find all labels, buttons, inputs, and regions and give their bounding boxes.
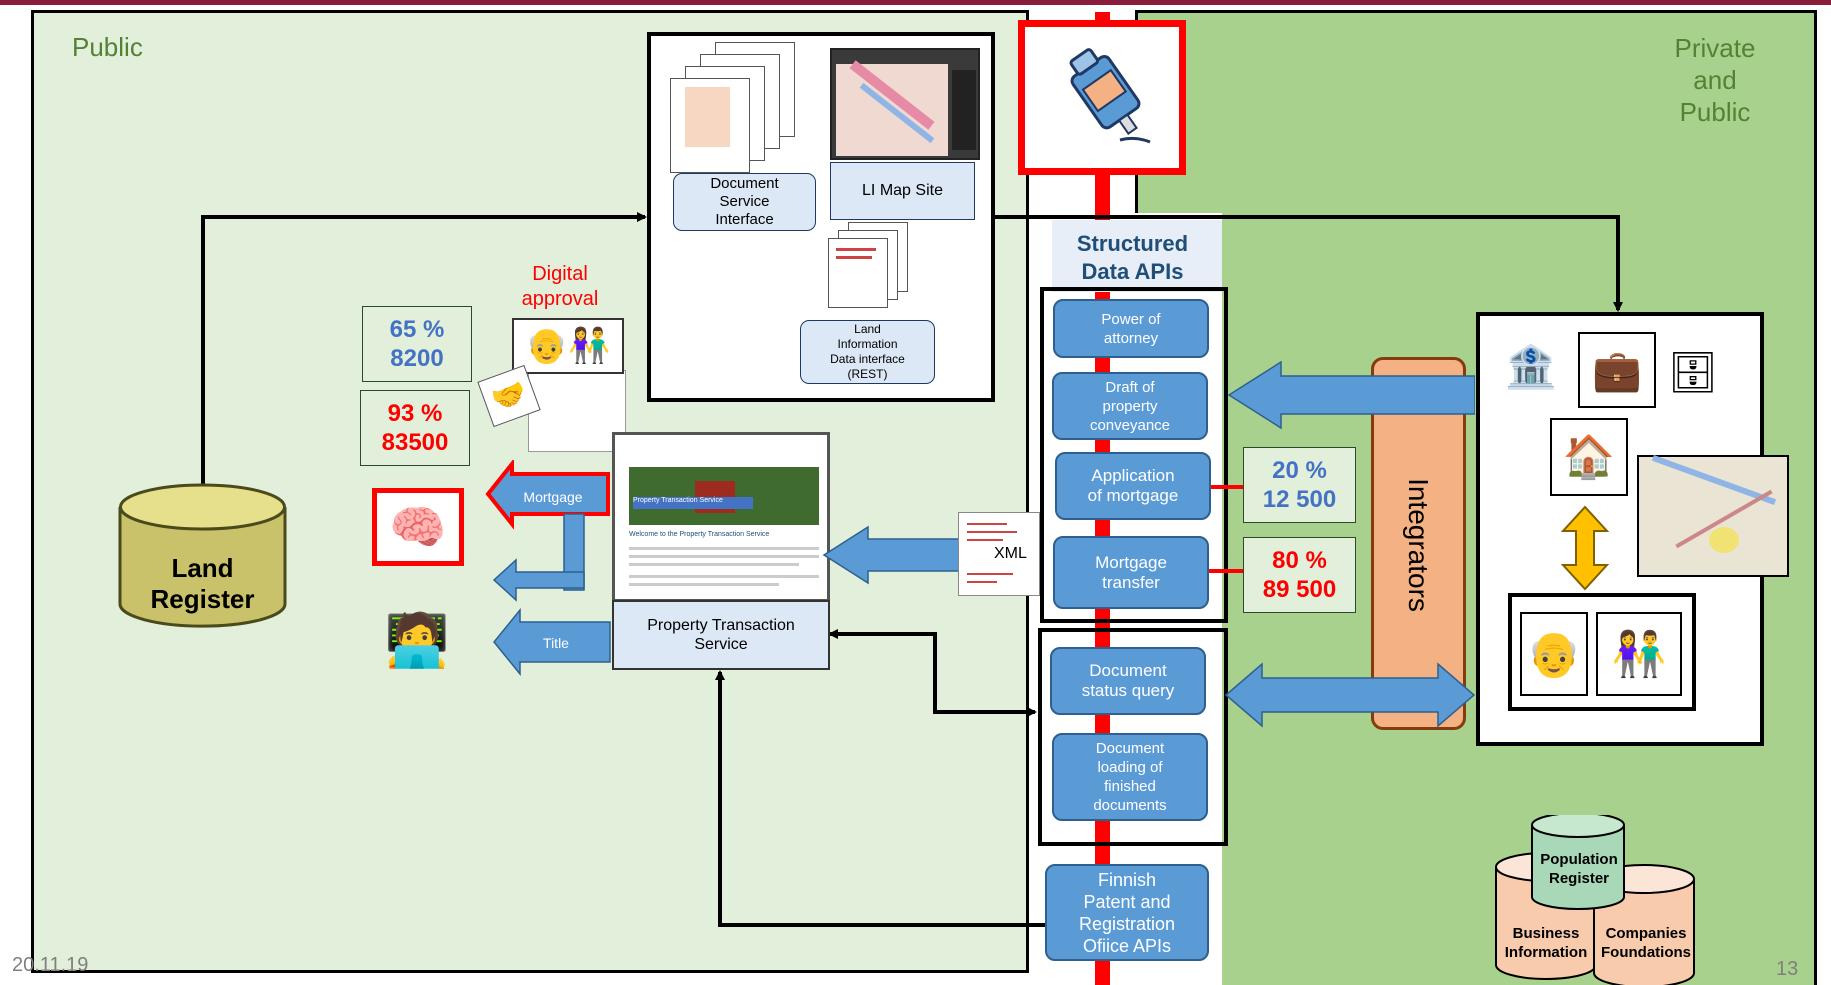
api-document-status-query[interactable]: Document status query — [1050, 647, 1206, 715]
document-service-interface: Document Service Interface — [673, 173, 816, 231]
stat-digital-approval-blue: 65 % 8200 — [362, 306, 472, 382]
persons-icon: 👴👫 — [512, 318, 624, 374]
bank-building-icon: 🏦 — [1504, 342, 1558, 390]
customer-couple-icon: 👫 — [1596, 612, 1682, 696]
xml-document — [958, 512, 1040, 596]
status-double-arrow — [1224, 662, 1476, 728]
stat-digital-approval-red: 93 % 83500 — [360, 390, 470, 466]
land-register-cylinder — [118, 483, 287, 628]
pts-screen-heading: Property Transaction Service — [633, 497, 753, 509]
mortgage-title-arrows — [485, 460, 611, 677]
pts-screen-welcome: Welcome to the Property Transaction Serv… — [629, 531, 770, 538]
stat-mortgage-transfer: 80 % 89 500 — [1243, 537, 1356, 613]
footer-date: 20.11.19 — [12, 954, 89, 976]
map-image — [1637, 454, 1789, 577]
user-computer-icon: 🧑‍💻 — [384, 611, 450, 670]
title-arrow-label: Title — [543, 635, 569, 651]
structured-apis-title: Structured Data APIs — [1076, 231, 1189, 284]
api-draft-of-property-conveyance[interactable]: Draft of property conveyance — [1052, 372, 1208, 440]
api-power-of-attorney[interactable]: Power of attorney — [1053, 299, 1209, 358]
private-and-public-label: Private and Public — [1674, 33, 1756, 127]
structured-apis-header-bg — [1052, 220, 1222, 292]
banker-icon: 💼 — [1578, 332, 1656, 408]
api-finnish-patent-and-registration-office[interactable]: Finnish Patent and Registration Ofiice A… — [1045, 864, 1209, 961]
approval-app-screenshot — [528, 370, 626, 452]
customer-man-icon: 👴 — [1520, 612, 1588, 696]
glue-bottle-icon — [1069, 48, 1151, 144]
api-to-pts-arrow — [822, 525, 960, 585]
top-rule — [0, 0, 1831, 5]
public-label: Public — [72, 32, 143, 62]
xml-label: XML — [994, 545, 1027, 562]
land-information-data-interface: Land Information Data interface (REST) — [800, 320, 935, 384]
document-sheets-icon — [660, 42, 810, 182]
stat-connector-2 — [1209, 569, 1243, 573]
mortgage-arrow-label: Mortgage — [523, 489, 583, 505]
stat-connector-1 — [1211, 485, 1243, 489]
api-mortgage-transfer[interactable]: Mortgage transfer — [1053, 536, 1209, 609]
api-document-loading[interactable]: Document loading of finished documents — [1052, 733, 1208, 821]
api-application-of-mortgage[interactable]: Application of mortgage — [1055, 452, 1211, 520]
database-icon: 🗄 — [1667, 350, 1719, 395]
integrators-label: Integrators — [1403, 478, 1434, 612]
stat-application-of-mortgage: 20 % 12 500 — [1243, 447, 1356, 523]
digital-approval-label: Digital approval — [521, 263, 599, 310]
rest-docs-icon — [818, 222, 918, 317]
li-map-site: LI Map Site — [830, 162, 975, 220]
map-screenshot — [830, 48, 980, 160]
companies-foundations-label: Companies Foundations — [1601, 925, 1691, 961]
structured-apis-frame — [1040, 287, 1228, 623]
registers-cylinders — [1495, 815, 1695, 985]
land-register-label: Land Register — [150, 553, 255, 614]
business-information-label: Business Information — [1504, 925, 1588, 961]
yellow-double-arrow — [1560, 505, 1610, 591]
ai-brain-icon: 🧠 — [372, 488, 464, 566]
integrators-bar — [1371, 357, 1466, 730]
integrator-to-api-arrow — [1227, 360, 1475, 430]
pts-screenshot: Property Transaction Service Welcome to … — [612, 432, 830, 602]
population-register-label: Population Register — [1540, 851, 1618, 887]
property-transaction-service[interactable]: Property Transaction Service — [612, 600, 830, 670]
status-apis-frame — [1038, 628, 1228, 846]
agent-icon: 🏠 — [1550, 418, 1628, 496]
page-number: 13 — [1776, 958, 1799, 980]
